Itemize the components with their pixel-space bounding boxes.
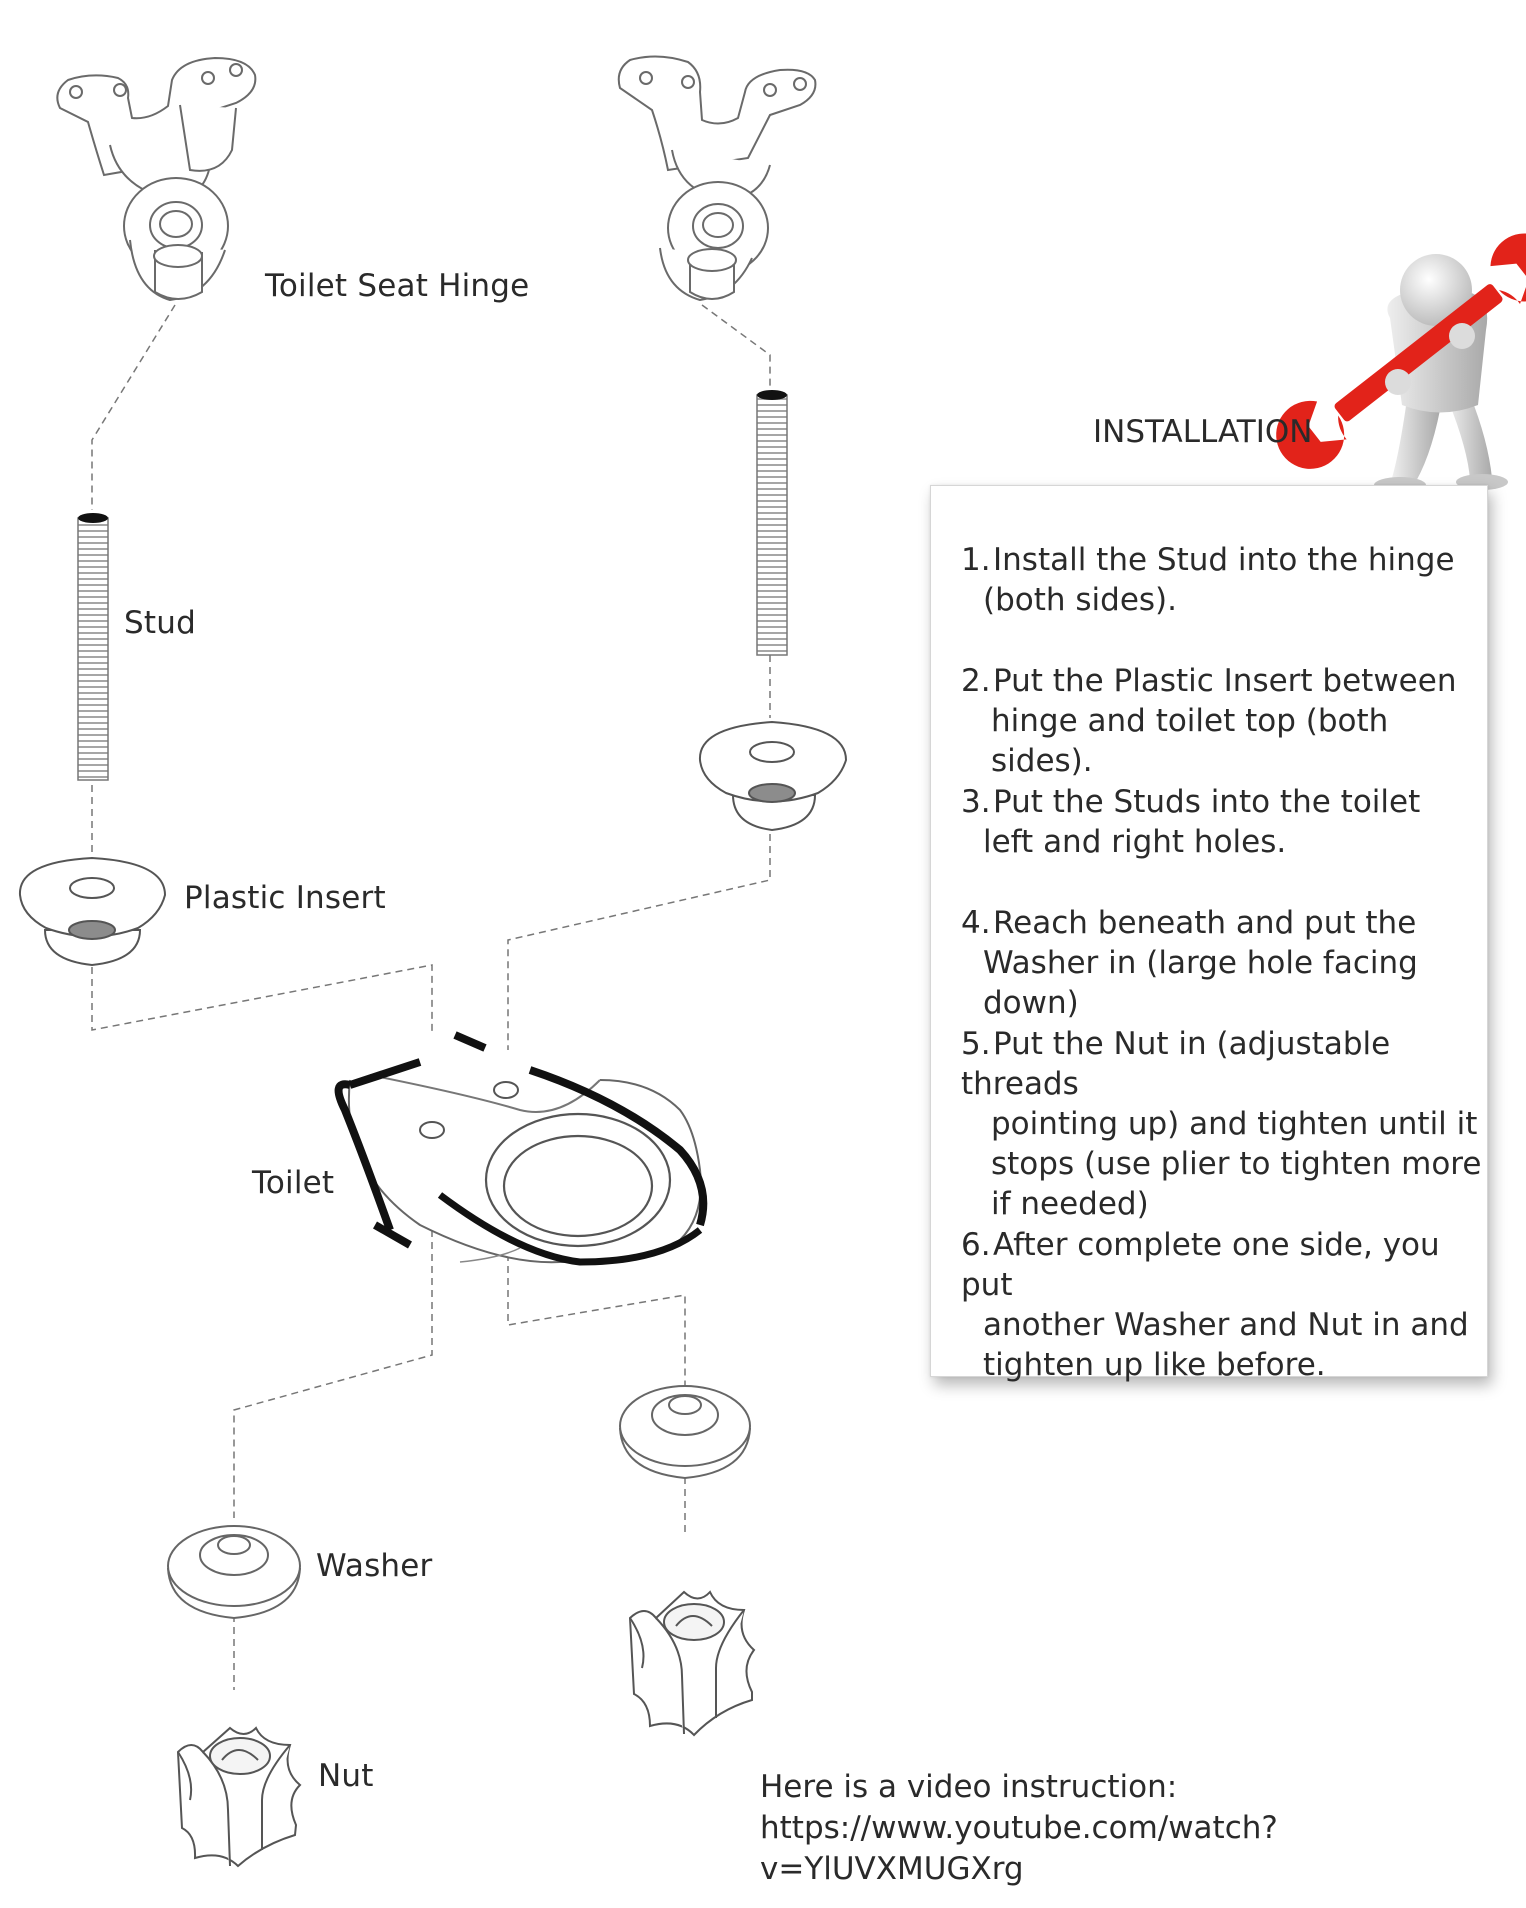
right-stud-illustration	[756, 390, 788, 656]
right-washer-illustration	[619, 1385, 751, 1480]
step-2: 2.Put the Plastic Insert between hinge a…	[961, 663, 1457, 779]
left-washer-illustration	[167, 1525, 301, 1620]
step-6: 6.After complete one side, you put anoth…	[961, 1227, 1469, 1383]
label-plastic-insert: Plastic Insert	[184, 880, 386, 916]
left-nut-illustration	[176, 1726, 302, 1868]
installation-card: 1.Install the Stud into the hinge (both …	[930, 485, 1488, 1383]
video-instruction: Here is a video instruction: https://www…	[760, 1767, 1526, 1890]
step-5: 5.Put the Nut in (adjustable threads poi…	[961, 1026, 1482, 1222]
label-stud: Stud	[124, 605, 196, 641]
left-stud-illustration	[77, 513, 109, 781]
right-nut-illustration	[628, 1590, 756, 1737]
right-hinge-illustration	[617, 55, 817, 302]
video-link[interactable]: https://www.youtube.com/watch?v=YlUVXMUG…	[760, 1810, 1278, 1887]
toilet-illustration	[334, 1031, 708, 1266]
step-3: 3.Put the Studs into the toilet left and…	[961, 784, 1421, 860]
left-plastic-insert-illustration	[18, 856, 167, 967]
guide-lines	[91, 304, 771, 1690]
step-1: 1.Install the Stud into the hinge (both …	[961, 542, 1455, 618]
wrench-man-icon	[1276, 233, 1526, 493]
label-toilet-seat-hinge: Toilet Seat Hinge	[265, 268, 530, 304]
step-4: 4.Reach beneath and put the Washer in (l…	[961, 905, 1418, 1021]
label-toilet: Toilet	[252, 1165, 335, 1201]
video-intro-text: Here is a video instruction:	[760, 1769, 1178, 1805]
right-plastic-insert-illustration	[698, 720, 848, 832]
label-nut: Nut	[318, 1758, 374, 1794]
left-hinge-illustration	[56, 56, 257, 302]
label-washer: Washer	[316, 1548, 433, 1584]
installation-title: INSTALLATION	[1093, 414, 1313, 450]
